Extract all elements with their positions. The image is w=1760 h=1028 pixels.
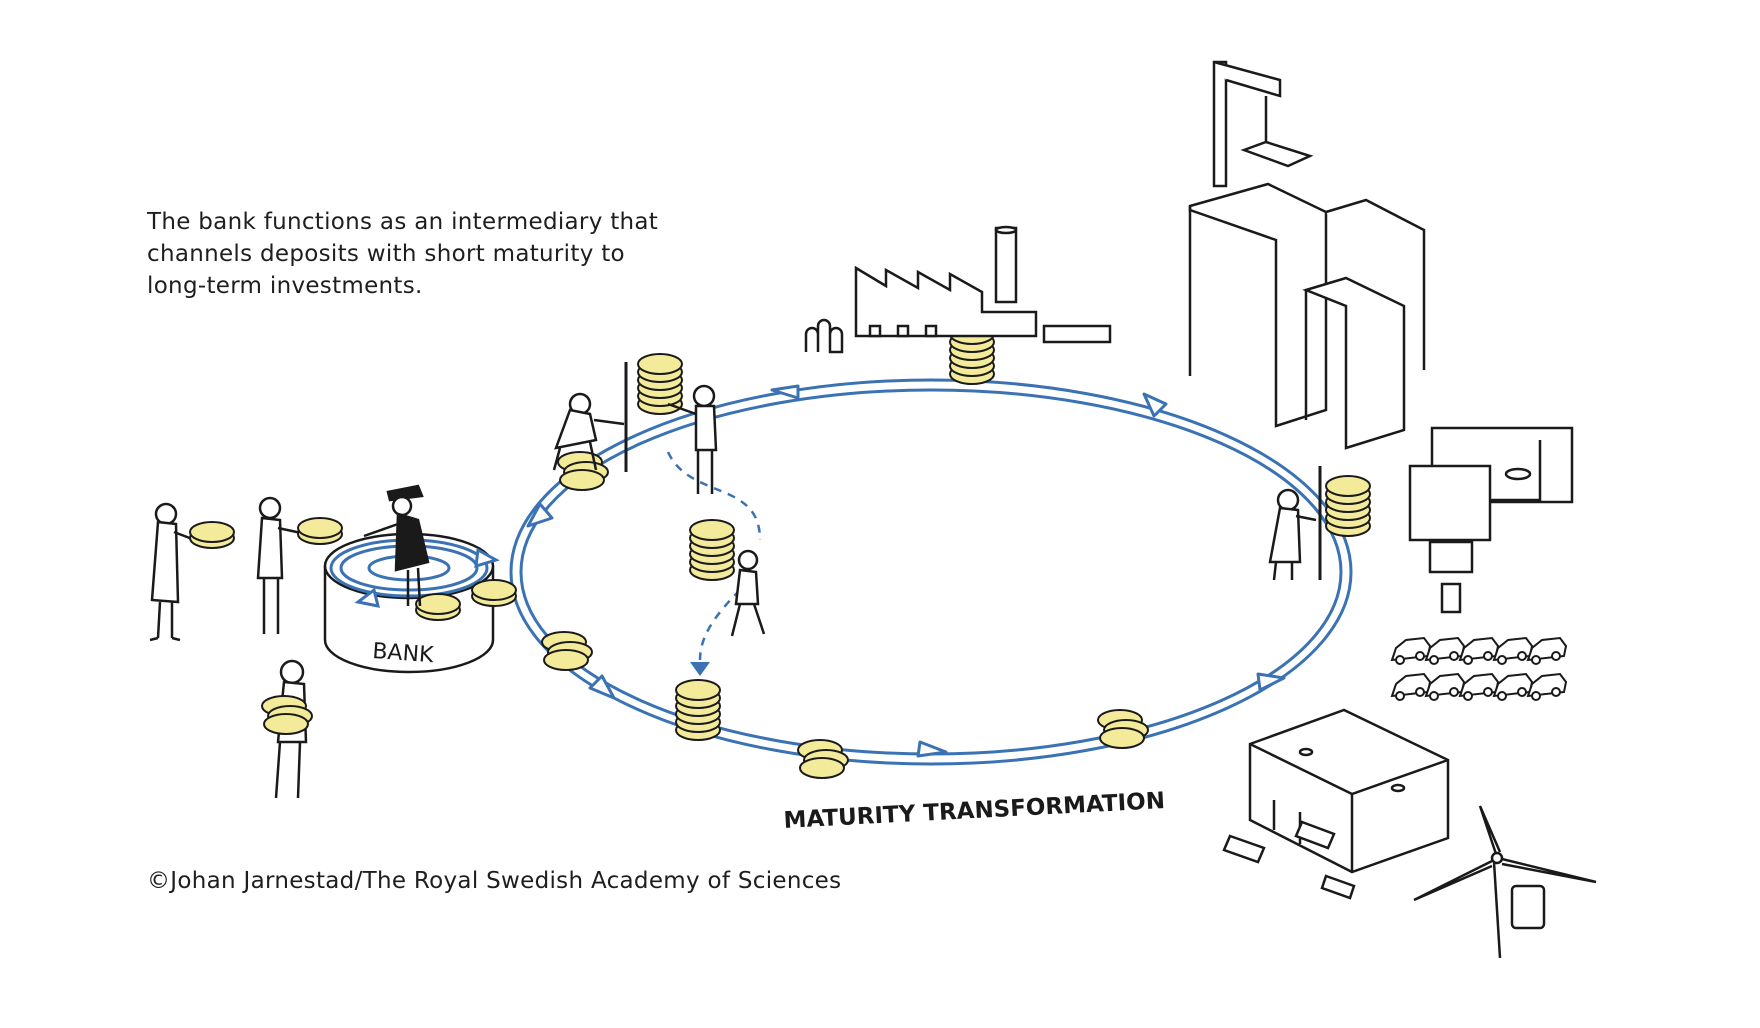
factory-icon xyxy=(804,225,1112,354)
loan-dashed-arrow xyxy=(666,451,762,661)
borrower-person-icon xyxy=(552,362,628,472)
flow-arrow-icon xyxy=(354,587,381,608)
credit-line: ©Johan Jarnestad/The Royal Swedish Acade… xyxy=(147,868,842,894)
banker-icon xyxy=(363,484,430,607)
flow-arrow-icon xyxy=(1256,672,1286,692)
caption-line-2: channels deposits with short maturity to xyxy=(147,241,625,267)
borrower-person-icon xyxy=(730,549,766,637)
depositor-person-icon xyxy=(256,496,344,634)
coin-stack-icon xyxy=(689,519,735,581)
investor-person-icon xyxy=(1268,466,1322,581)
coin-stack-icon xyxy=(1097,709,1149,749)
caption: The bank functions as an intermediary th… xyxy=(147,206,707,302)
housing-icon xyxy=(1408,426,1574,614)
flow-arrow-icon xyxy=(690,662,710,676)
flow-arrow-icon xyxy=(526,502,554,528)
wind-turbine-icon xyxy=(1413,805,1597,959)
flow-arrow-icon xyxy=(588,674,616,700)
coin-stack-icon xyxy=(675,679,721,741)
flow-arrow-icon xyxy=(474,547,500,569)
office-building-icon xyxy=(1188,182,1426,450)
depositor-person-icon xyxy=(149,502,236,642)
caption-line-3: long-term investments. xyxy=(147,273,423,299)
coin-stack-icon xyxy=(557,451,609,491)
borrower-person-icon xyxy=(667,384,718,494)
flow-arrows xyxy=(526,384,1286,758)
bank-label: BANK xyxy=(372,639,435,668)
flow-loop xyxy=(509,378,1353,766)
crane-icon xyxy=(1212,60,1314,188)
flow-arrow-icon xyxy=(1142,392,1168,418)
maturity-label: MATURITY TRANSFORMATION xyxy=(783,788,1166,834)
caption-line-1: The bank functions as an intermediary th… xyxy=(147,209,659,235)
depositor-person-icon xyxy=(260,659,314,799)
flow-arrow-icon xyxy=(770,384,800,400)
coin-stack-icon xyxy=(1325,475,1371,537)
warehouse-icon xyxy=(1222,708,1450,900)
coin-stack-icon xyxy=(541,631,593,671)
coin-stack-icon xyxy=(637,353,683,415)
coin-stack-icon xyxy=(797,739,849,779)
car-fleet-icon xyxy=(1391,637,1567,701)
flow-arrow-icon xyxy=(916,740,948,758)
